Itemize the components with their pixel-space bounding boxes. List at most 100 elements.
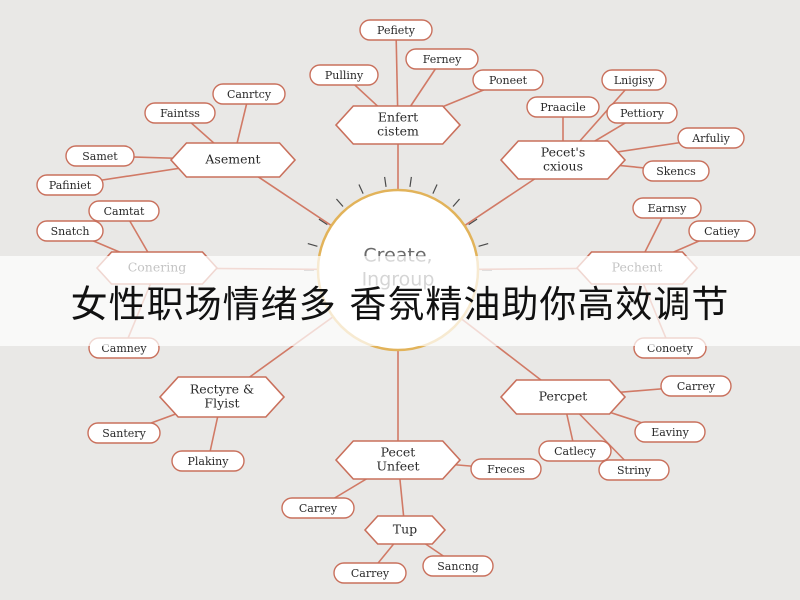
hub-shape bbox=[158, 376, 286, 418]
leaf-shape bbox=[526, 96, 600, 118]
leaf-node: Plakiny bbox=[171, 450, 245, 472]
leaf-label: Earnsy bbox=[648, 202, 688, 215]
leaf-label: Plakiny bbox=[188, 455, 230, 468]
leaf-node: Santery bbox=[87, 422, 161, 444]
leaf-label: Carrey bbox=[677, 380, 716, 393]
leaf-node: Samet bbox=[65, 145, 135, 167]
banner-title: 女性职场情绪多 香氛精油助你高效调节 bbox=[70, 283, 730, 326]
leaf-label: Camtat bbox=[104, 205, 145, 218]
leaf-shape bbox=[144, 102, 216, 124]
leaf-node: Pafiniet bbox=[36, 174, 104, 196]
hub-label: Unfeet bbox=[376, 459, 419, 474]
radial-tick bbox=[335, 198, 344, 207]
leaf-label: Arfuliy bbox=[691, 132, 730, 145]
leaf-shape bbox=[642, 160, 710, 182]
hub-label: cxious bbox=[543, 159, 583, 174]
hub-label: Flyist bbox=[204, 396, 239, 411]
hub-shape bbox=[334, 105, 462, 145]
leaf-node: Arfuliy bbox=[677, 127, 745, 149]
leaf-node: Snatch bbox=[36, 220, 104, 242]
hub-node-ll: Rectyre &Flyist bbox=[158, 376, 286, 418]
leaf-label: Pafiniet bbox=[49, 179, 92, 192]
leaf-label: Pulliny bbox=[325, 69, 364, 82]
leaf-node: Pettiory bbox=[606, 102, 678, 124]
leaf-shape bbox=[472, 69, 544, 91]
leaf-node: Eaviny bbox=[634, 421, 706, 443]
leaf-node: Faintss bbox=[144, 102, 216, 124]
hub-shape bbox=[169, 142, 297, 178]
radial-tick bbox=[432, 184, 438, 194]
leaf-shape bbox=[634, 421, 706, 443]
leaf-label: Ferney bbox=[423, 53, 462, 66]
leaf-label: Canrtcy bbox=[227, 88, 272, 101]
leaf-label: Catlecy bbox=[554, 445, 597, 458]
hub-label: Enfert bbox=[378, 110, 418, 125]
leaf-label: Striny bbox=[617, 464, 652, 477]
leaf-shape bbox=[36, 174, 104, 196]
radial-tick bbox=[468, 218, 478, 226]
radial-tick bbox=[358, 184, 364, 194]
leaf-label: Sancng bbox=[437, 560, 478, 573]
leaf-node: Earnsy bbox=[632, 197, 702, 219]
radial-tick bbox=[452, 198, 461, 207]
leaf-label: Samet bbox=[82, 150, 118, 163]
leaf-node: Carrey bbox=[281, 497, 355, 519]
leaf-label: Faintss bbox=[160, 107, 200, 120]
leaf-label: Catiey bbox=[704, 225, 740, 238]
radial-tick bbox=[478, 242, 489, 247]
leaf-shape bbox=[212, 83, 286, 105]
leaf-node: Catlecy bbox=[538, 440, 612, 462]
radial-tick bbox=[307, 242, 318, 247]
leaf-label: Eaviny bbox=[651, 426, 689, 439]
leaf-node: Pulliny bbox=[309, 64, 379, 86]
nodes: Create,IngroupEnfertcistemAsementPecet's… bbox=[36, 19, 756, 584]
leaf-label: Pefiety bbox=[377, 24, 416, 37]
hub-node-ul: Asement bbox=[169, 142, 297, 178]
hub-label: Pecet bbox=[381, 445, 416, 460]
leaf-node: Pefiety bbox=[359, 19, 433, 41]
leaf-node: Lnigisy bbox=[601, 69, 667, 91]
radial-tick bbox=[318, 218, 328, 226]
hub-label: Percpet bbox=[539, 389, 588, 404]
leaf-shape bbox=[359, 19, 433, 41]
leaf-shape bbox=[538, 440, 612, 462]
hub-label: cistem bbox=[377, 124, 419, 139]
hub-shape bbox=[499, 379, 627, 415]
radial-tick bbox=[384, 176, 387, 187]
leaf-node: Ferney bbox=[405, 48, 479, 70]
leaf-node: Canrtcy bbox=[212, 83, 286, 105]
leaf-shape bbox=[688, 220, 756, 242]
leaf-node: Poneet bbox=[472, 69, 544, 91]
hub-shape bbox=[363, 515, 447, 545]
hub-label: Pecet's bbox=[541, 145, 586, 160]
leaf-label: Carrey bbox=[299, 502, 338, 515]
leaf-label: Skencs bbox=[656, 165, 696, 178]
leaf-shape bbox=[660, 375, 732, 397]
leaf-label: Praacile bbox=[540, 101, 585, 114]
leaf-label: Poneet bbox=[489, 74, 528, 87]
leaf-shape bbox=[470, 458, 542, 480]
hub-shape bbox=[499, 140, 627, 180]
leaf-shape bbox=[281, 497, 355, 519]
hub-label: Tup bbox=[393, 522, 417, 537]
leaf-label: Freces bbox=[487, 463, 525, 476]
hub-node-tup: Tup bbox=[363, 515, 447, 545]
leaf-shape bbox=[598, 459, 670, 481]
leaf-node: Striny bbox=[598, 459, 670, 481]
leaf-shape bbox=[601, 69, 667, 91]
leaf-shape bbox=[171, 450, 245, 472]
leaf-label: Snatch bbox=[51, 225, 90, 238]
leaf-node: Freces bbox=[470, 458, 542, 480]
hub-label: Asement bbox=[204, 152, 260, 167]
leaf-shape bbox=[333, 562, 407, 584]
leaf-label: Lnigisy bbox=[614, 74, 655, 87]
leaf-node: Skencs bbox=[642, 160, 710, 182]
radial-tick bbox=[409, 176, 412, 187]
leaf-shape bbox=[422, 555, 494, 577]
leaf-node: Sancng bbox=[422, 555, 494, 577]
leaf-label: Carrey bbox=[351, 567, 390, 580]
leaf-node: Camtat bbox=[88, 200, 160, 222]
